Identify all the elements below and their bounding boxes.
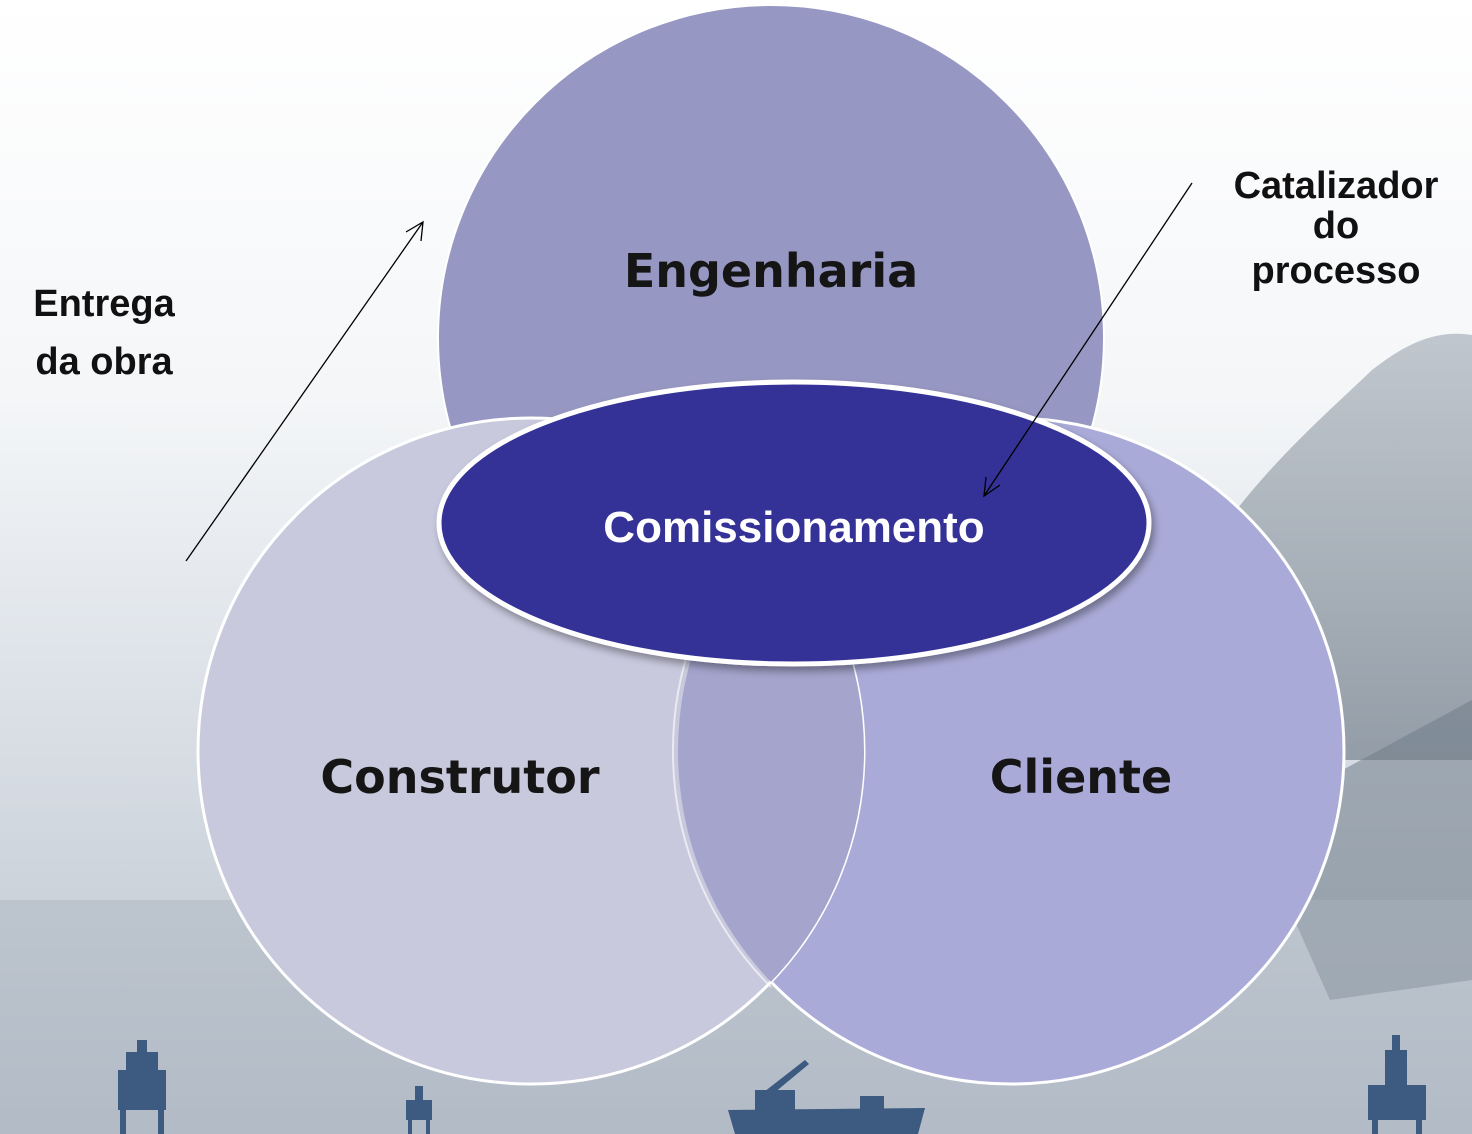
platform-silhouette-right-icon	[1368, 1035, 1426, 1134]
background-ship-hull	[1250, 700, 1472, 1000]
label-engenharia: Engenharia	[624, 244, 918, 298]
note-entrega-line1: Entrega	[33, 283, 175, 325]
label-comissionamento: Comissionamento	[603, 503, 984, 552]
label-cliente: Cliente	[990, 750, 1172, 804]
ship-silhouette-icon	[728, 1060, 925, 1134]
platform-silhouette-left-icon	[118, 1040, 166, 1134]
arrow-entrega	[185, 220, 424, 562]
note-catalizador-line3: processo	[1252, 250, 1421, 292]
platform-silhouette-small-icon	[406, 1086, 432, 1134]
note-catalizador-line2: do	[1313, 205, 1359, 247]
arrow-catalizador	[983, 182, 1193, 498]
label-construtor: Construtor	[320, 750, 600, 804]
center-ellipse	[436, 379, 1152, 667]
note-entrega-line2: da obra	[35, 341, 173, 383]
note-catalizador-line1: Catalizador	[1234, 165, 1439, 207]
